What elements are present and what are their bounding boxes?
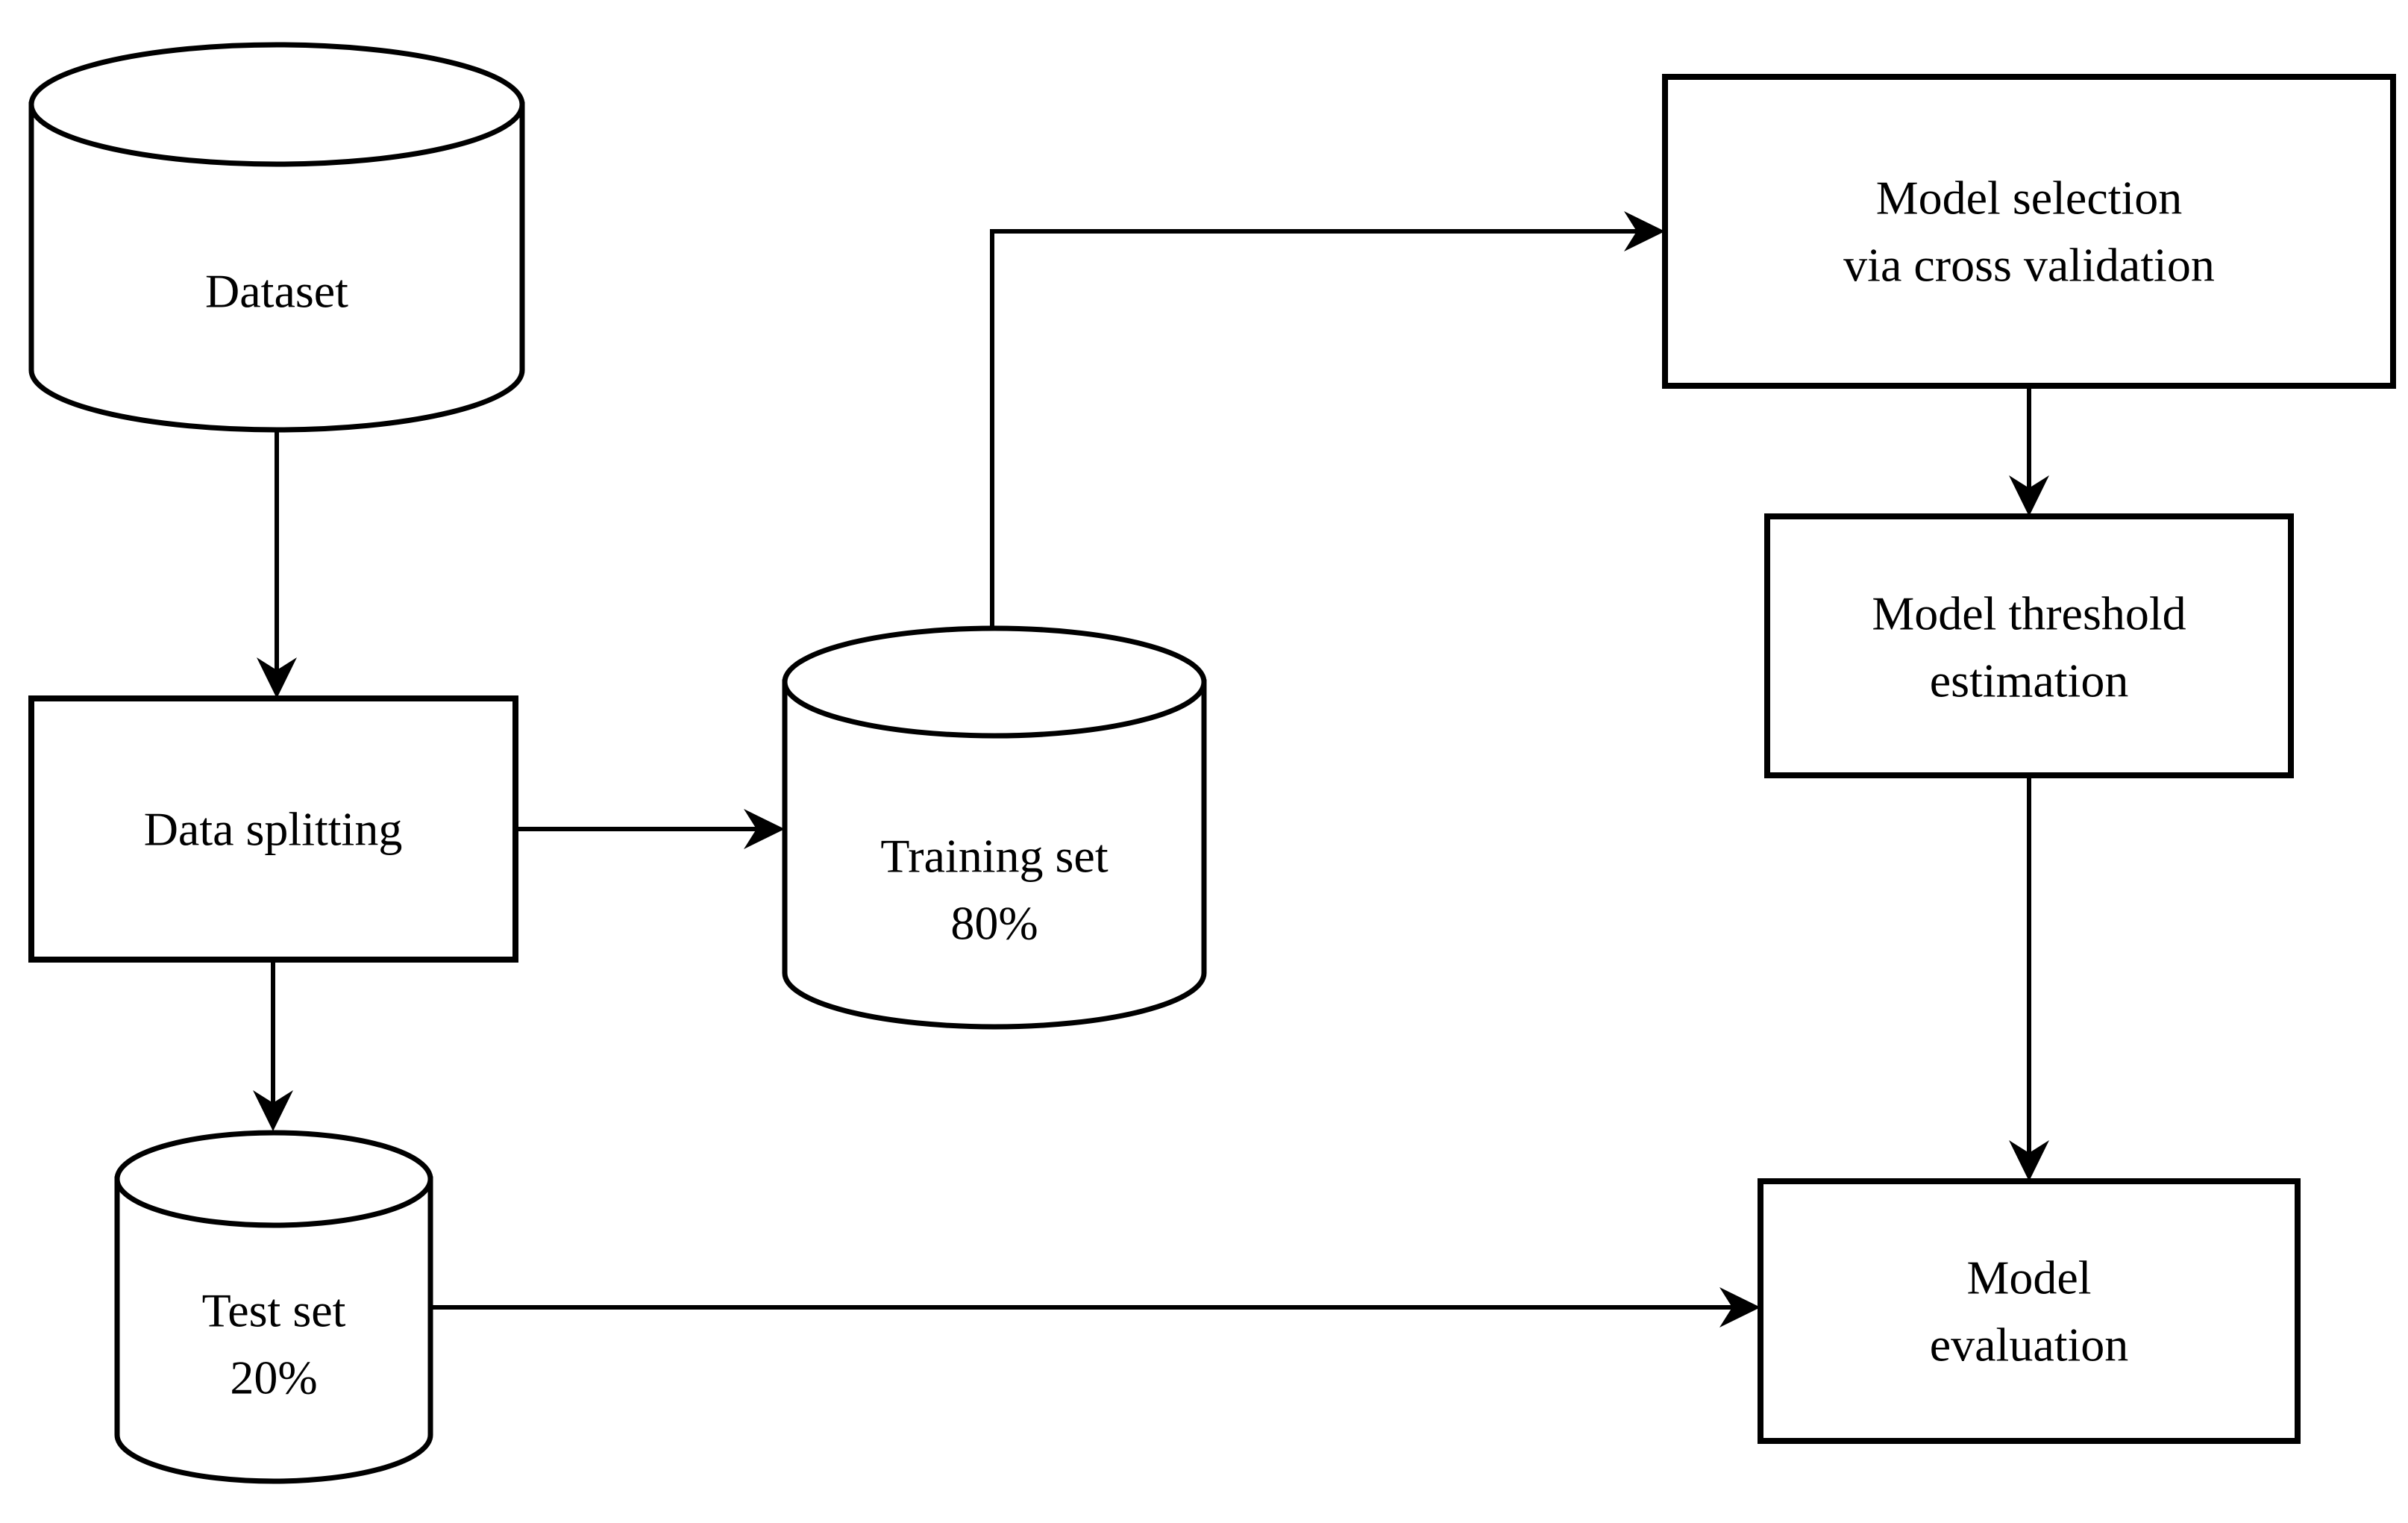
edge-model-selection-to-model-threshold-arrowhead-icon [2009,475,2049,516]
model-threshold-label-line2: estimation [1930,654,2129,707]
training-set-label-line1: Training set [880,830,1108,883]
dataset-label: Dataset [205,265,348,318]
edge-test-set-to-model-evaluation-arrowhead-icon [1719,1287,1760,1327]
model-threshold-node: Model threshold estimation [1764,513,2294,778]
model-selection-label-line2: via cross validation [1843,239,2215,292]
data-splitting-node: Data splitting [28,695,518,963]
test-set-label-line2: 20% [230,1351,317,1404]
training-set-node: Training set 80% [782,625,1207,1030]
test-set-label-line1: Test set [202,1284,346,1337]
data-splitting-box [28,695,518,963]
edge-model-selection-to-model-threshold [2009,386,2049,516]
edge-data-splitting-to-test-set-arrowhead-icon [253,1090,293,1131]
training-set-cylinder-top [782,625,1207,739]
edge-data-splitting-to-training-set-arrowhead-icon [744,809,785,849]
test-set-cylinder-top [114,1130,433,1228]
model-threshold-box [1764,513,2294,778]
test-set-node: Test set 20% [114,1130,433,1484]
dataset-cylinder-top [28,42,525,167]
edge-test-set-to-model-evaluation [430,1287,1760,1327]
data-splitting-label: Data splitting [144,803,403,856]
model-threshold-label-line1: Model threshold [1872,587,2186,640]
edge-model-threshold-to-model-evaluation-arrowhead-icon [2009,1140,2049,1181]
model-evaluation-box [1758,1178,2301,1444]
edge-data-splitting-to-test-set [253,960,293,1131]
training-set-cylinder-body [782,679,1207,1030]
model-evaluation-label-line2: evaluation [1930,1319,2129,1372]
model-selection-box [1662,74,2396,389]
dataset-cylinder-body [28,101,525,433]
model-selection-node: Model selection via cross validation [1662,74,2396,389]
test-set-cylinder-body [114,1176,433,1484]
dataset-node: Dataset [28,42,525,433]
model-evaluation-node: Model evaluation [1758,1178,2301,1444]
edge-dataset-to-data-splitting-arrowhead-icon [257,657,297,698]
edge-training-set-to-model-selection-line [990,229,1640,636]
edge-training-set-to-model-selection [990,211,1665,636]
model-selection-label-line1: Model selection [1876,172,2183,225]
training-set-label-line2: 80% [950,897,1038,950]
edge-model-threshold-to-model-evaluation [2009,775,2049,1181]
edge-dataset-to-data-splitting [257,430,297,698]
model-evaluation-label-line1: Model [1966,1251,2091,1304]
edge-training-set-to-model-selection-arrowhead-icon [1624,211,1665,251]
edge-data-splitting-to-training-set [515,809,785,849]
